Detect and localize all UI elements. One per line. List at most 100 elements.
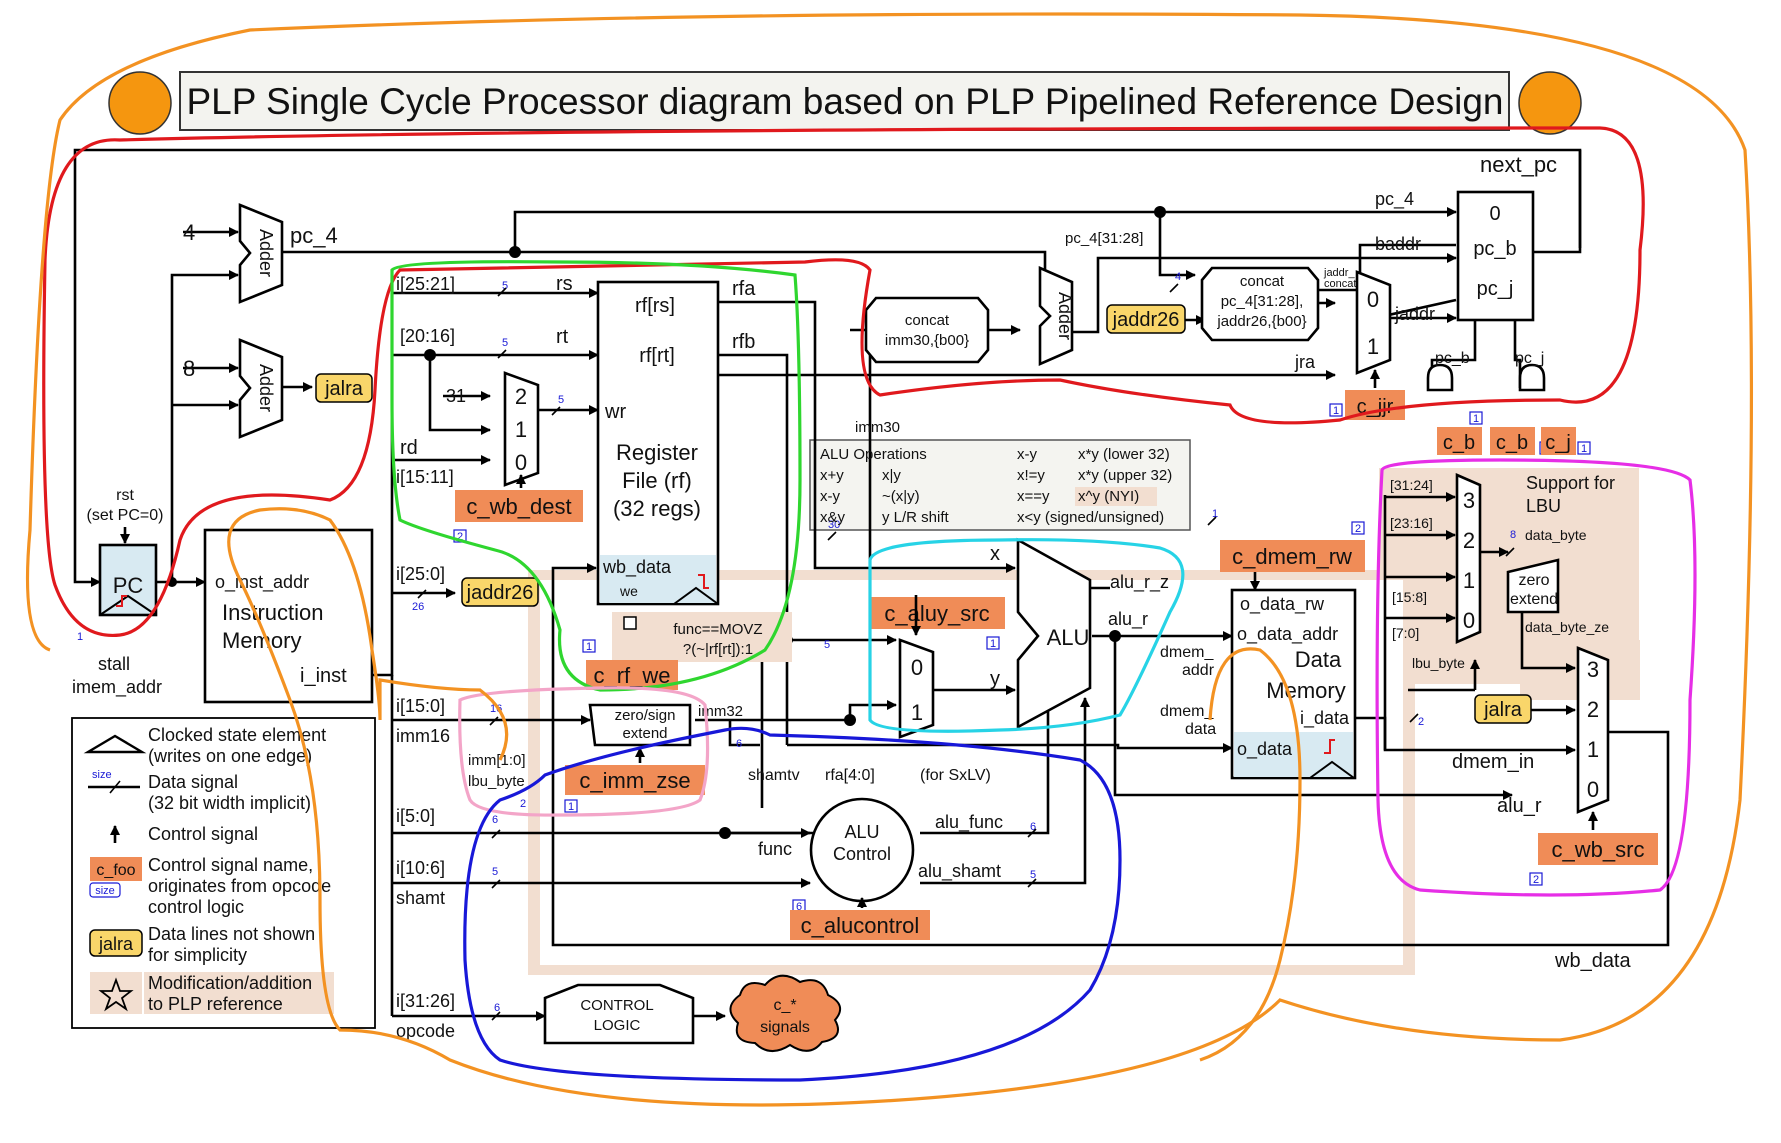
boxed-numbers-n2c-label: 2	[1533, 874, 1539, 886]
alu-ops-heading-label: ALU Operations	[820, 446, 927, 463]
hidden-data-tags: jalra jaddr26 jaddr26 jalra	[315, 304, 1532, 724]
control-signals-c-j-label: c_j	[1545, 432, 1571, 454]
wires-data-byte-label: data_byte	[1525, 527, 1587, 543]
alu: ALU	[1016, 537, 1092, 730]
alu-ops-rows-0-3-label: x*y (upper 32)	[1078, 467, 1172, 484]
blocks-concat2-3-label: jaddr26,{b00}	[1216, 313, 1306, 330]
wires-lbu-support-1-label: Support for	[1526, 473, 1615, 493]
imem-addr-label: imem_addr	[72, 677, 162, 698]
concat-jaddr: concat pc_4[31:28], jaddr26,{b00}	[1200, 266, 1320, 342]
blocks-ze-1-label: zero	[1518, 572, 1549, 589]
blocks-rf-port-rt-label: rf[rt]	[639, 345, 675, 367]
widths-w2b-label: 2	[520, 798, 526, 810]
boxed-numbers-n1b-label: 1	[990, 638, 996, 650]
mux-labels-aluy-mux-1-label: 1	[911, 700, 923, 725]
wires-eight-label: 8	[183, 356, 195, 381]
alu-ops-rows-1-3-label: x^y (NYI)	[1078, 488, 1139, 505]
control-signals-c-b1-label: c_b	[1443, 432, 1475, 454]
legend-hidden-1-label: for simplicity	[148, 945, 247, 965]
mux-labels-jr-mux-0-label: 0	[1367, 287, 1379, 312]
wires-dmem-in-label: dmem_in	[1452, 751, 1534, 773]
alu-ops-rows-0-0-label: x+y	[820, 467, 844, 484]
blocks-imem-port-out-label: i_inst	[300, 665, 347, 687]
widths-w8-label: 8	[1510, 529, 1516, 541]
blocks-ctl-1-label: CONTROL	[580, 997, 653, 1014]
corner-dot-right	[1518, 71, 1582, 135]
control-signals-c-b2-label: c_b	[1496, 432, 1528, 454]
blocks-ctl-2-label: LOGIC	[594, 1017, 641, 1034]
wires-lbu-byte-label: lbu_byte	[468, 773, 525, 790]
wires-alu-r-2-label: alu_r	[1497, 795, 1542, 817]
blocks-dmem-name-2-label: Memory	[1266, 678, 1345, 703]
blocks-set-pc-label: (set PC=0)	[87, 507, 164, 524]
wires-b3124-label: [31:24]	[1390, 477, 1433, 493]
concat-imm30: concat imm30,{b00}	[864, 296, 990, 364]
widths-w5b-label: 5	[502, 337, 508, 349]
wires-data-byte-ze-label: data_byte_ze	[1525, 619, 1609, 635]
wires-jra-label: jra	[1294, 352, 1316, 372]
alu-ops-rows-2-1-label: y L/R shift	[882, 509, 950, 526]
blocks-adder-label: Adder	[256, 364, 276, 412]
wires-pc-b-label: pc_b	[1435, 350, 1470, 367]
blocks-movz-1-label: func==MOVZ	[673, 621, 762, 638]
blocks-dmem-port-out-label: o_data	[1237, 739, 1293, 760]
blocks-imem-port-in-label: o_inst_addr	[215, 572, 309, 593]
wires-imm-lo-label: imm[1:0]	[468, 752, 526, 769]
wires-jaddr-label: jaddr	[1394, 304, 1435, 324]
bus-width-marks: 5 5 5 26 16 6 6 6 5 6 5 30 1 1 4 8 2 5 2	[77, 271, 1516, 1021]
widths-w6c-label: 6	[494, 1002, 500, 1014]
and-gate-pc-b	[1426, 363, 1454, 392]
adder-pc4: Adder	[238, 203, 284, 304]
pc-mux: 0 pc_b pc_j	[1456, 190, 1535, 322]
widths-w5e-label: 5	[1030, 869, 1036, 881]
page-title: PLP Single Cycle Processor diagram based…	[186, 81, 1503, 122]
wires-alu-shamt-label: alu_shamt	[918, 861, 1001, 882]
aluy-src-mux: 0 1	[898, 638, 935, 739]
blocks-rf-port-wb-label: wb_data	[602, 557, 672, 578]
wires-pc-4-hi-label: pc_4[31:28]	[1065, 230, 1143, 247]
wires-b70-label: [7:0]	[1392, 625, 1419, 641]
wires-func-bits-label: i[5:0]	[396, 806, 435, 826]
hidden-tags-jaddr26-2-label: jaddr26	[1112, 309, 1180, 331]
wires-dmem-addr-1-label: dmem_	[1160, 644, 1214, 661]
wires-x-label: x	[990, 543, 1000, 565]
mux-labels-dest-mux-0-label: 2	[515, 384, 527, 409]
legend-control-label: Control signal	[148, 824, 258, 844]
blocks-aluctl-2-label: Control	[833, 844, 891, 864]
wires-pc-4-label: pc_4	[290, 223, 338, 248]
blocks-concat1-1-label: concat	[905, 312, 950, 329]
blocks-rf-name-1-label: Register	[616, 440, 698, 465]
control-signals-c-wb-src-label: c_wb_src	[1552, 837, 1645, 862]
legend-jalra-label: jalra	[98, 934, 134, 954]
wires-imm30-label: imm30	[855, 419, 900, 436]
wires-shamt-bits-label: i[10:6]	[396, 858, 445, 878]
alu-ops-rows-0-1-label: x|y	[882, 467, 901, 484]
zero-extend: zero extend	[1506, 558, 1560, 614]
mux-labels-pc-mux-0-label: 0	[1489, 203, 1500, 225]
wires-opcode-label: opcode	[396, 1021, 455, 1041]
const-31: 31	[446, 386, 466, 406]
corner-dot-left	[108, 71, 172, 135]
alu-ops-rows-0-2-label: x!=y	[1017, 467, 1045, 484]
wires-dmem-data-1-label: dmem_	[1160, 703, 1214, 720]
adder-pc8: Adder	[238, 338, 284, 439]
blocks-rf-port-rs-label: rf[rs]	[635, 295, 675, 317]
wires-imm16-label: imm16	[396, 726, 450, 746]
wires-wb-data-label: wb_data	[1554, 950, 1631, 972]
zero-sign-extend: zero/sign extend	[588, 703, 692, 747]
blocks-zse-2-label: extend	[622, 725, 667, 742]
widths-w5a-label: 5	[502, 280, 508, 292]
wb-dest-mux: 2 1 0	[503, 371, 540, 487]
control-signal-tags: c_wb_dest c_rf_we c_imm_zse c_aluy_src c…	[455, 390, 1658, 940]
alu-ops-rows-2-0-label: x&y	[820, 509, 846, 526]
legend-ctl-name-0-label: Control signal name,	[148, 855, 313, 875]
legend-size-label: size	[92, 769, 112, 781]
wires-op-bits-label: i[31:26]	[396, 991, 455, 1011]
mux-labels-dest-mux-2-label: 0	[515, 450, 527, 475]
blocks-adder-label: Adder	[256, 229, 276, 277]
boxed-numbers-n6-label: 6	[796, 901, 802, 913]
legend-modification-1-label: to PLP reference	[148, 994, 283, 1014]
hidden-tags-jalra-2-label: jalra	[1483, 699, 1523, 721]
hidden-tags-jaddr26-1-label: jaddr26	[466, 582, 534, 604]
blocks-movz-2-label: ?(~|rf[rt]):1	[683, 641, 753, 658]
